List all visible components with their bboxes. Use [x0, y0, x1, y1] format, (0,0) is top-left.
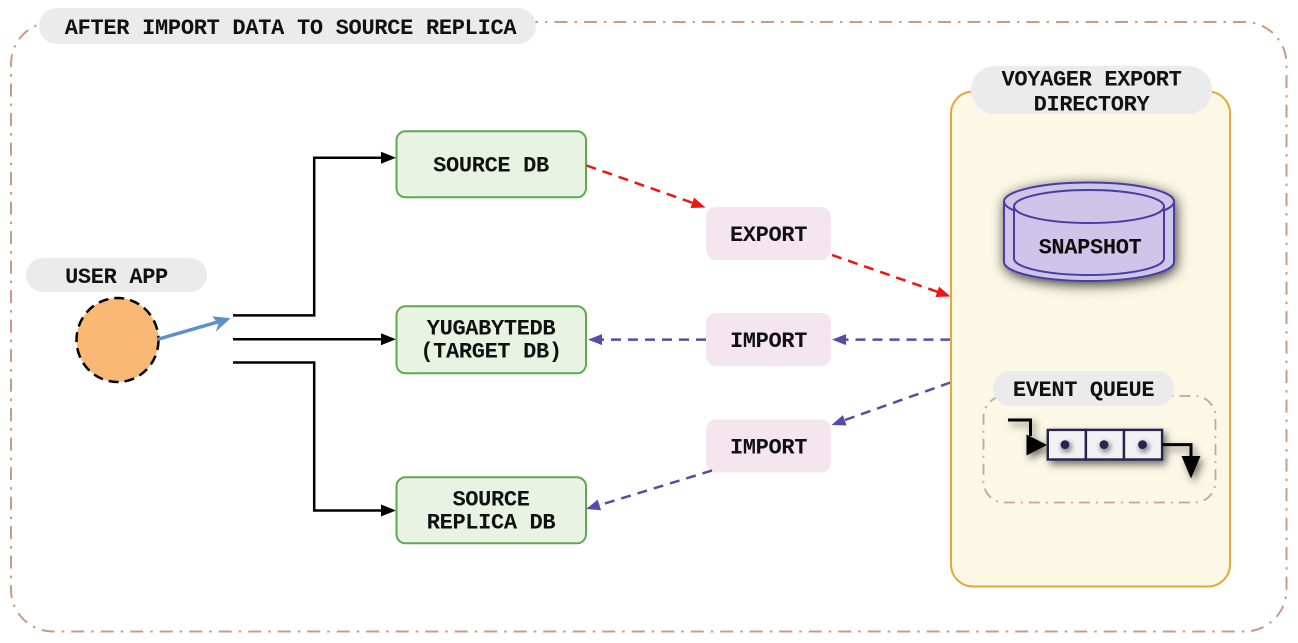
- svg-text:REPLICA DB: REPLICA DB: [427, 511, 556, 536]
- svg-text:YUGABYTEDB: YUGABYTEDB: [427, 317, 556, 342]
- svg-text:AFTER IMPORT DATA TO SOURCE RE: AFTER IMPORT DATA TO SOURCE REPLICA: [65, 16, 518, 41]
- svg-text:USER APP: USER APP: [65, 265, 168, 290]
- svg-text:SOURCE DB: SOURCE DB: [433, 154, 549, 179]
- svg-text:SOURCE: SOURCE: [452, 488, 529, 513]
- svg-text:(TARGET DB): (TARGET DB): [420, 340, 561, 365]
- svg-text:DIRECTORY: DIRECTORY: [1034, 93, 1151, 118]
- svg-text:IMPORT: IMPORT: [730, 436, 807, 461]
- svg-text:VOYAGER EXPORT: VOYAGER EXPORT: [1002, 68, 1182, 93]
- svg-text:IMPORT: IMPORT: [730, 329, 807, 354]
- svg-text:EVENT QUEUE: EVENT QUEUE: [1013, 378, 1155, 403]
- svg-text:SNAPSHOT: SNAPSHOT: [1039, 236, 1142, 261]
- svg-text:EXPORT: EXPORT: [730, 223, 807, 248]
